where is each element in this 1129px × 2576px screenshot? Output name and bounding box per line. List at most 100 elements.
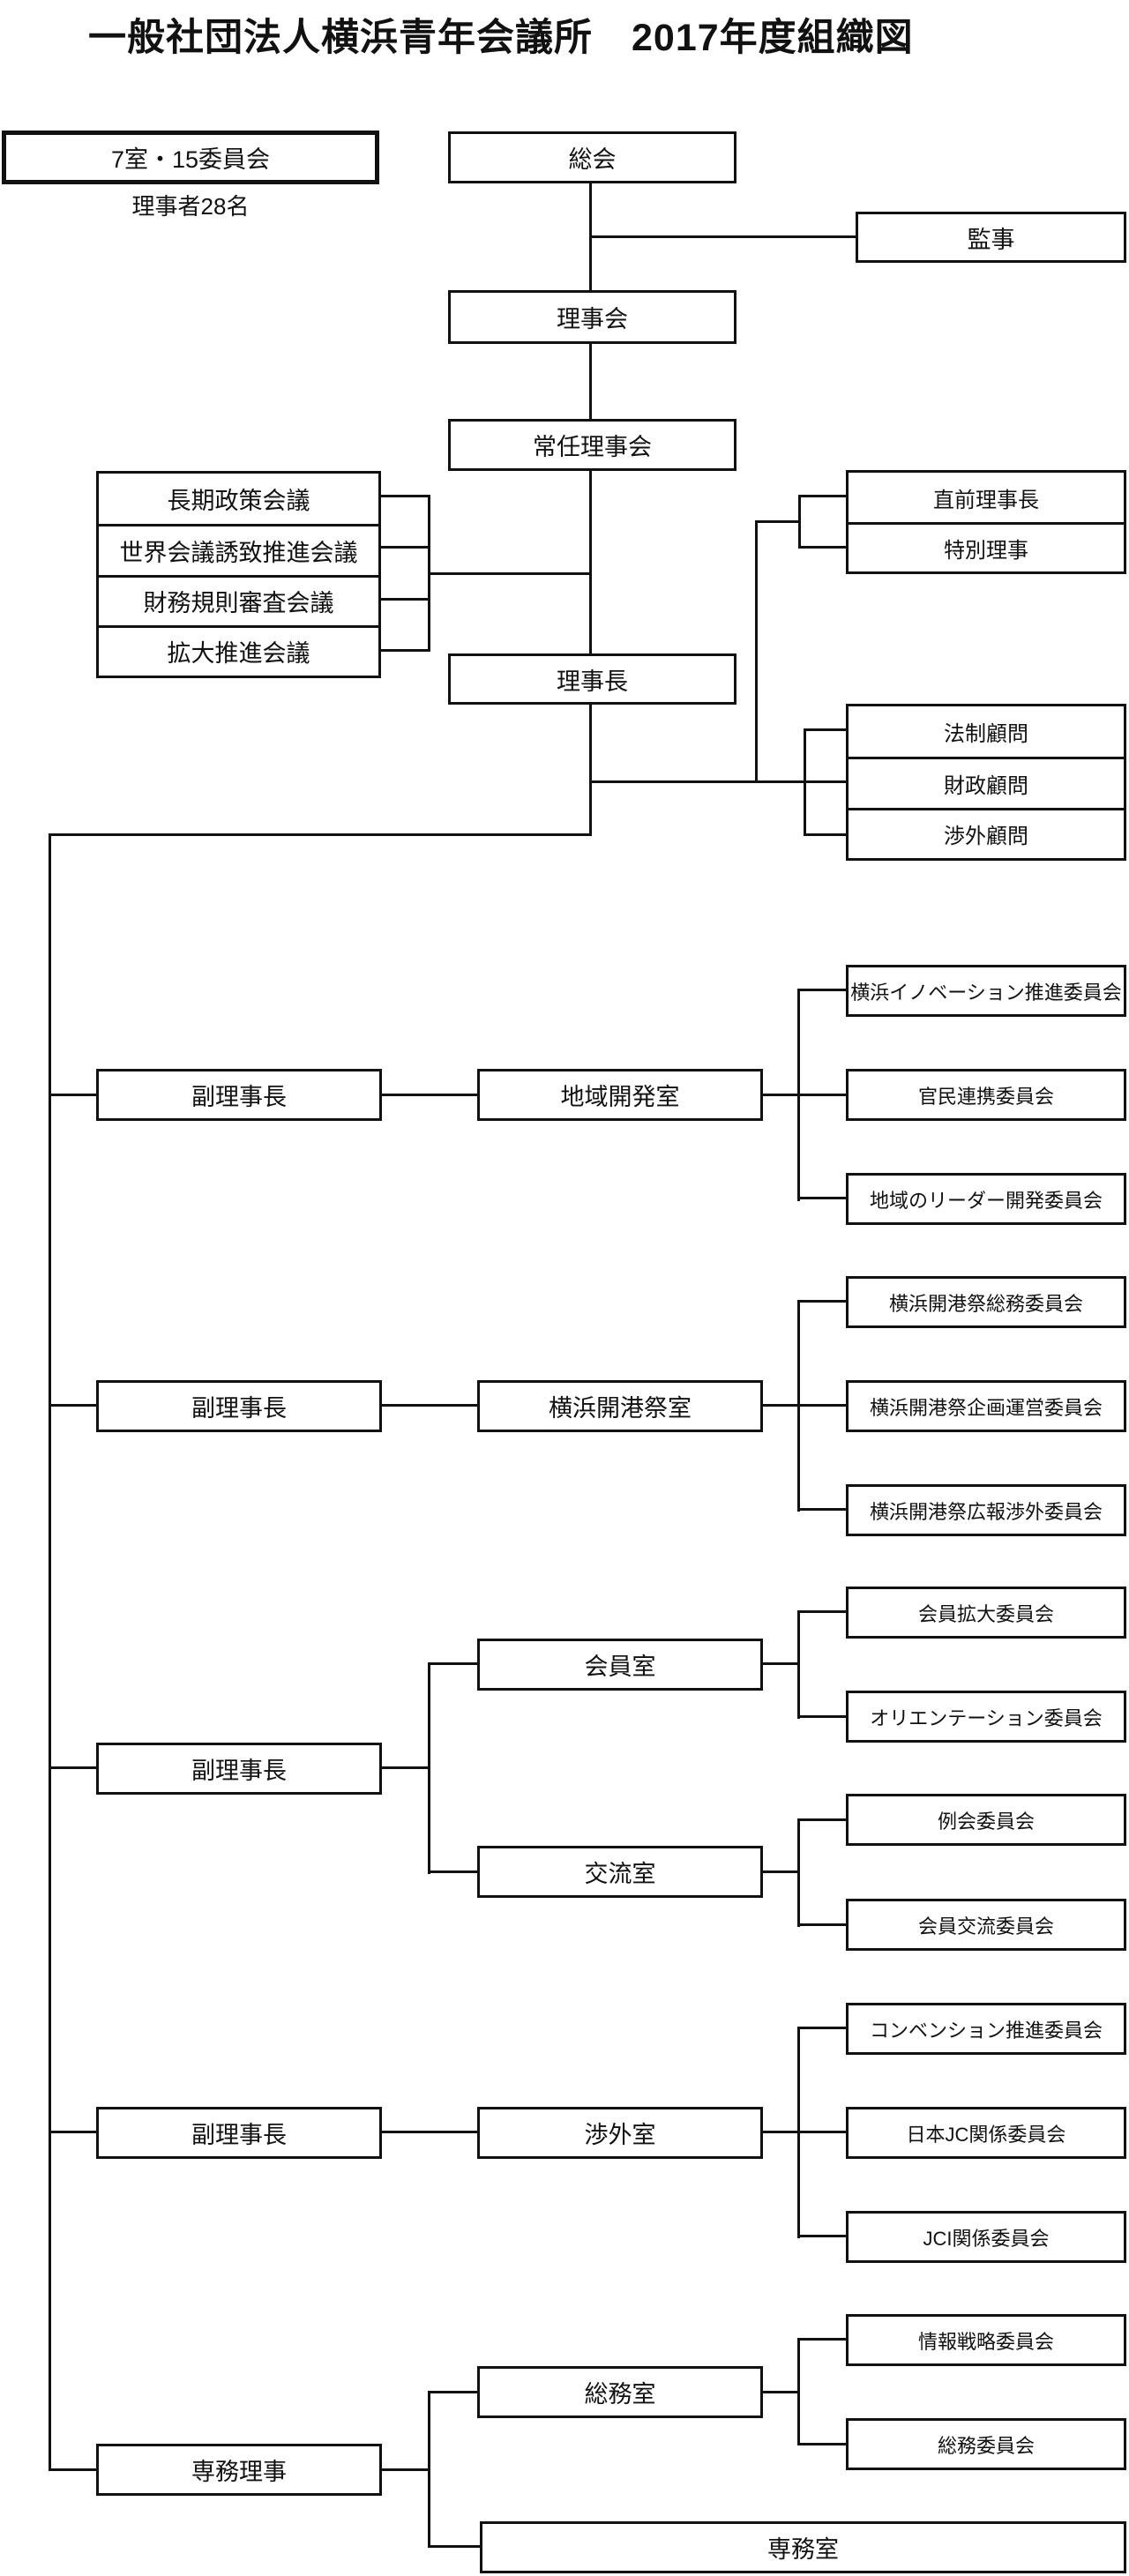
committee-orientation: オリエンテーション委員会 [846,1691,1126,1743]
connector-line [428,2391,430,2548]
room-external-affairs: 渉外室 [477,2107,763,2159]
node-board-of-directors: 理事会 [448,290,736,344]
connector-line [797,1610,846,1613]
connector-line [49,2131,96,2133]
connector-line [49,833,592,836]
connector-line [804,728,806,836]
connector-line [428,1870,477,1873]
page-title: 一般社団法人横浜青年会議所 2017年度組織図 [88,17,914,59]
connector-line [381,495,430,497]
connector-line [755,520,801,523]
connector-line [797,2027,800,2238]
committee-membership-expansion: 会員拡大委員会 [846,1587,1126,1639]
connector-line [382,1094,477,1096]
node-executive-director: 専務理事 [96,2444,382,2496]
node-vice-president-2: 副理事長 [96,1380,382,1432]
node-vice-president-3: 副理事長 [96,1743,382,1795]
committee-port-festival-general-affairs: 横浜開港祭総務委員会 [846,1276,1126,1328]
connector-line [49,1766,96,1769]
connector-line [589,344,592,419]
committee-yokohama-innovation: 横浜イノベーション推進委員会 [846,965,1126,1017]
left-conference-stack: 長期政策会議 世界会議誘致推進会議 財務規則審査会議 拡大推進会議 [96,471,381,678]
connector-line [428,1662,477,1665]
connector-line [797,1197,846,1199]
committee-jci-relations: JCI関係委員会 [846,2211,1126,2263]
node-vice-president-4: 副理事長 [96,2107,382,2159]
connector-line [382,1404,477,1407]
committee-convention-promotion: コンベンション推進委員会 [846,2003,1126,2055]
committee-general-affairs: 総務委員会 [846,2418,1126,2470]
connector-line [763,1404,846,1407]
connector-line [428,2545,480,2548]
connector-line [381,598,430,601]
connector-line [763,1094,846,1096]
connector-line [763,2131,846,2133]
committee-regional-leader-development: 地域のリーダー開発委員会 [846,1173,1126,1225]
connector-line [49,1404,96,1407]
advisors-upper-stack: 直前理事長 特別理事 [846,470,1126,574]
connector-line [382,2131,477,2133]
connector-line [49,2468,96,2471]
room-executive-office: 専務室 [480,2521,1126,2573]
connector-line [763,1870,800,1873]
connector-line [797,1818,800,1927]
connector-line [382,2468,430,2471]
connector-line [797,2235,846,2237]
committee-information-strategy: 情報戦略委員会 [846,2314,1126,2366]
room-membership: 会員室 [477,1639,763,1691]
committee-port-festival-pr: 横浜開港祭広報渉外委員会 [846,1484,1126,1536]
committee-regular-meeting: 例会委員会 [846,1794,1126,1846]
committee-public-private-partnership: 官民連携委員会 [846,1069,1126,1121]
room-regional-development: 地域開発室 [477,1069,763,1121]
connector-line [797,1715,846,1718]
connector-line [804,728,846,731]
connector-line [428,1662,430,1874]
connector-line [590,235,856,238]
node-immediate-past-president: 直前理事長 [933,488,1039,512]
connector-line [755,520,758,783]
connector-line [797,2443,846,2445]
connector-line [589,705,592,836]
connector-line [797,2338,846,2341]
committee-japan-jc-relations: 日本JC関係委員会 [846,2107,1126,2159]
node-special-director: 特別理事 [849,522,1124,571]
connector-line [797,1610,800,1719]
connector-line [797,2027,846,2029]
connector-line [381,649,430,652]
connector-line [763,2391,800,2393]
connector-line [797,1923,846,1926]
room-port-festival: 横浜開港祭室 [477,1380,763,1432]
connector-line [589,780,846,783]
connector-line [49,1094,96,1096]
node-long-term-policy-conference: 長期政策会議 [167,488,310,515]
node-finance-advisor: 財政顧問 [849,757,1124,807]
connector-line [797,2338,800,2445]
connector-line [763,1662,800,1665]
connector-line [797,989,846,991]
node-standing-board: 常任理事会 [448,419,736,471]
connector-line [804,833,846,836]
room-exchange: 交流室 [477,1846,763,1898]
node-world-conference-invitation: 世界会議誘致推進会議 [99,524,378,574]
connector-line [797,1818,846,1821]
connector-line [428,572,592,575]
connector-line [797,1300,800,1512]
node-general-assembly: 総会 [448,131,736,183]
node-vice-president-1: 副理事長 [96,1069,382,1121]
connector-line [428,2391,477,2393]
advisors-lower-stack: 法制顧問 財政顧問 渉外顧問 [846,704,1126,861]
room-general-affairs: 総務室 [477,2366,763,2418]
legend-box: 7室・15委員会 [2,131,379,184]
node-auditor: 監事 [856,212,1126,263]
committee-member-exchange: 会員交流委員会 [846,1899,1126,1951]
connector-line [797,1300,846,1303]
connector-line [382,1766,430,1769]
node-external-advisor: 渉外顧問 [849,807,1124,858]
connector-line [381,546,430,549]
committee-port-festival-planning: 横浜開港祭企画運営委員会 [846,1380,1126,1432]
legend-note: 理事者28名 [131,193,250,220]
node-finance-rules-review: 財務規則審査会議 [99,574,378,625]
legend-box-label: 7室・15委員会 [110,146,271,173]
node-expansion-promotion: 拡大推進会議 [99,624,378,676]
